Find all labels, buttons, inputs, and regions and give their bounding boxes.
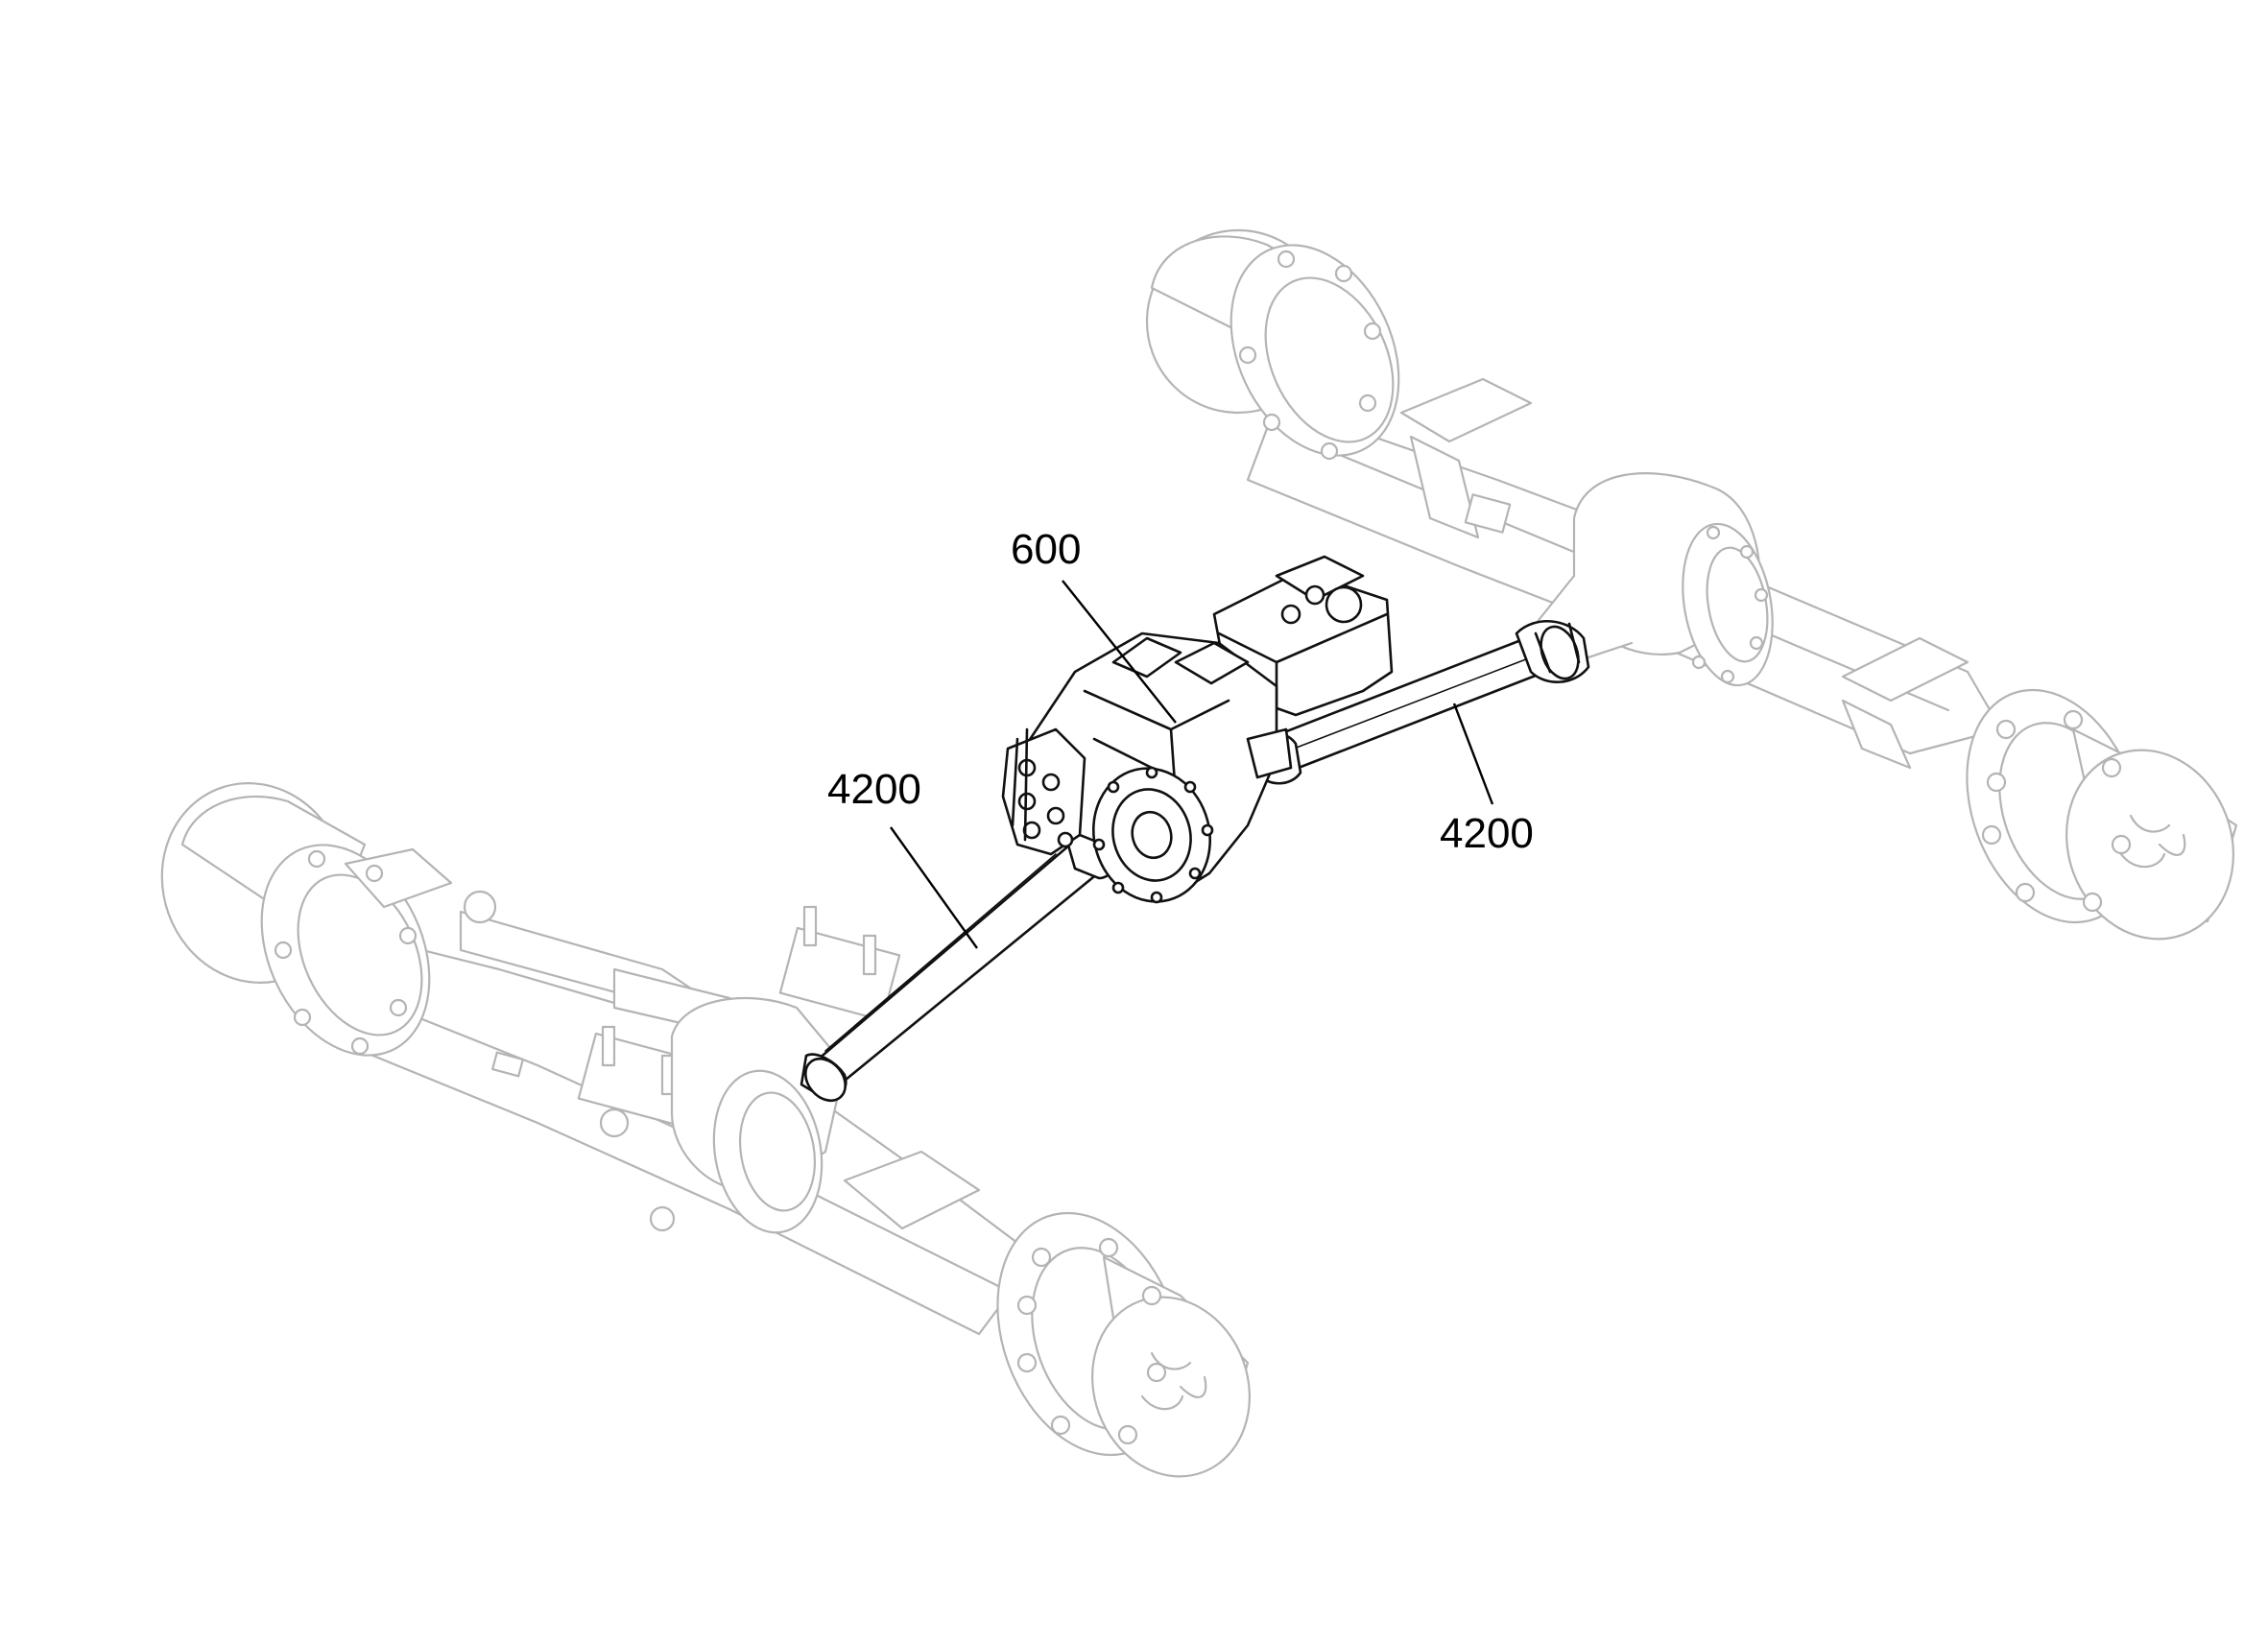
leader-600 [1062, 580, 1177, 724]
rear-hub-bolts [1981, 709, 2132, 913]
leader-4200-front [890, 826, 978, 949]
leader-4200-rear [1452, 703, 1494, 805]
callout-front-shaft: 4200 [827, 766, 921, 813]
front-axle [160, 782, 1251, 1478]
transmission-unit [1001, 555, 1394, 904]
rear-propeller-shaft [1251, 620, 1590, 785]
callout-rear-shaft: 4200 [1440, 810, 1534, 857]
front-left-hub-bolts [274, 849, 418, 1056]
rear-left-hub-bolts [1238, 250, 1382, 461]
diff-flange-bolts [1691, 525, 1769, 684]
front-propeller-shaft [800, 829, 1116, 1103]
rear-axle [1145, 228, 2238, 941]
mount-studs [601, 905, 877, 1096]
output-flange-bolts [1092, 766, 1214, 904]
callout-transmission: 600 [1011, 526, 1081, 573]
front-hub-bolts [1016, 1237, 1167, 1445]
leader-lines [890, 580, 1494, 949]
